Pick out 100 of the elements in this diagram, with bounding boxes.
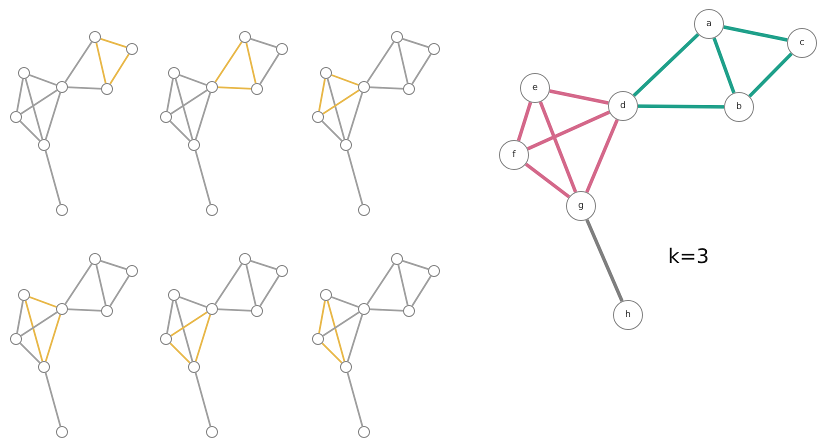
graph-node: e: [520, 73, 550, 103]
graph-node: [188, 361, 200, 373]
graph-edge: [748, 52, 793, 98]
graph-node: [428, 265, 440, 277]
graph-edge: [20, 342, 40, 364]
graph-edge: [638, 104, 724, 109]
graph-node: [10, 333, 22, 345]
graph-edge: [370, 308, 404, 312]
graph-node: [358, 204, 370, 216]
graph-edge: [402, 260, 429, 270]
graph-node: [340, 139, 352, 151]
graph-edge: [322, 342, 342, 364]
graph-edge: [29, 74, 57, 86]
graph-edge: [64, 42, 92, 82]
graph-edge: [109, 54, 130, 84]
graph-edge: [331, 74, 359, 86]
graph-node: [126, 43, 138, 55]
graph-edge: [322, 120, 342, 142]
graph-edge: [397, 42, 409, 84]
graph-edge: [585, 219, 624, 302]
graph-node: [340, 361, 352, 373]
graph-edge: [218, 308, 252, 312]
graph-edge: [259, 54, 280, 84]
graph-edge: [44, 372, 62, 426]
graph-edge: [170, 120, 190, 142]
graph-node: [168, 289, 180, 301]
graph-edge: [170, 312, 208, 336]
graph-edge: [16, 300, 24, 334]
graph-edge: [44, 150, 62, 204]
graph-node: [391, 253, 403, 265]
graph-edge: [194, 372, 212, 426]
graph-node: [160, 333, 172, 345]
graph-node: [160, 111, 172, 123]
graph-node: [251, 83, 263, 95]
graph-node: [126, 265, 138, 277]
graph-edge: [179, 74, 207, 86]
graph-edge: [68, 308, 102, 312]
graph-edge: [24, 300, 44, 362]
graph-node: [56, 204, 68, 216]
graph-node: [101, 83, 113, 95]
graph-node: [403, 83, 415, 95]
graph-edge: [20, 90, 58, 114]
graph-node: g: [566, 191, 596, 221]
graph-edge: [526, 110, 610, 150]
graph-edge: [402, 38, 429, 48]
graph-node: [358, 303, 370, 315]
graph-edge: [44, 314, 62, 362]
graph-edge: [318, 300, 326, 334]
graph-edge: [109, 276, 130, 306]
graph-edge: [346, 314, 364, 362]
graph-node: [38, 361, 50, 373]
graph-edge: [68, 86, 102, 90]
graph-edge: [174, 78, 194, 140]
graph-node: [276, 265, 288, 277]
graph-edge: [100, 38, 127, 48]
graph-edge: [95, 42, 107, 84]
graph-edge: [29, 296, 57, 308]
graph-node: [18, 289, 30, 301]
graph-node: c: [787, 28, 817, 58]
graph-node: d: [608, 91, 638, 121]
graph-edge: [95, 264, 107, 306]
graph-node: [206, 81, 218, 93]
graph-edge: [194, 150, 212, 204]
graph-edge: [170, 90, 208, 114]
graph-node: [206, 204, 218, 216]
graph-edge: [64, 264, 92, 304]
graph-edge: [214, 42, 242, 82]
graph-edge: [24, 78, 44, 140]
graph-node: [38, 139, 50, 151]
graph-edge: [214, 264, 242, 304]
graph-edge: [632, 33, 700, 97]
graph-node: h: [613, 300, 643, 330]
graph-edge: [245, 42, 257, 84]
graph-node: [403, 305, 415, 317]
graph-edge: [44, 92, 62, 140]
graph-node: [56, 426, 68, 438]
graph-edge: [326, 78, 346, 140]
graph-edge: [411, 54, 432, 84]
graph-node: [312, 333, 324, 345]
graph-edge: [331, 296, 359, 308]
graph-edge: [397, 264, 409, 306]
graph-edge: [16, 78, 24, 112]
graph-edge: [194, 92, 212, 140]
graph-node: [101, 305, 113, 317]
graph-edge: [346, 150, 364, 204]
graph-edge: [194, 314, 212, 362]
graph-node: [320, 289, 332, 301]
graph-edge: [723, 25, 788, 42]
graph-edge: [170, 342, 190, 364]
graph-node: [428, 43, 440, 55]
graph-edge: [549, 89, 609, 105]
graph-node: [239, 31, 251, 43]
graph-node: [206, 426, 218, 438]
graph-edge: [218, 86, 252, 90]
graph-edge: [245, 264, 257, 306]
graph-node: f: [499, 140, 529, 170]
graph-edge: [516, 102, 532, 142]
graph-node: [358, 81, 370, 93]
graph-edge: [411, 276, 432, 306]
graph-edge: [166, 300, 174, 334]
